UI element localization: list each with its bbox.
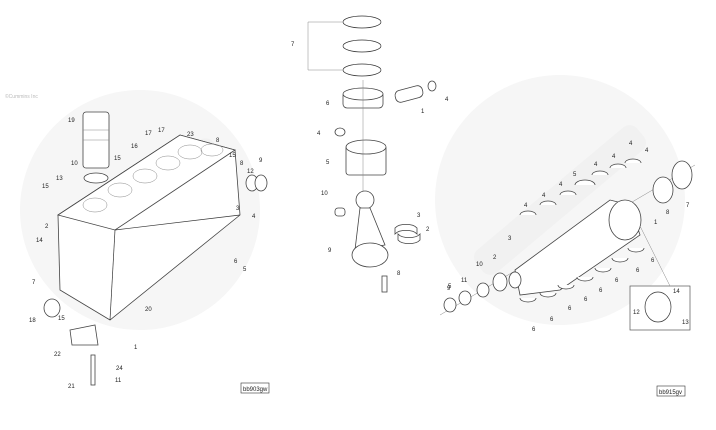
piston-rod-callouts: 7 4 6 1 4 5 10 3 2 9 8 5: [291, 42, 452, 290]
callout: 15: [42, 184, 49, 190]
callout: 13: [682, 320, 689, 326]
callout: 8: [216, 138, 220, 144]
callout: 2: [426, 227, 430, 233]
callout: 4: [559, 182, 563, 188]
callout: 4: [645, 148, 649, 154]
callout: 5: [573, 172, 577, 178]
callout: 4: [445, 97, 449, 103]
copyright-text: ©Cummins Inc: [5, 93, 38, 100]
callout: 4: [542, 193, 546, 199]
callout: 11: [115, 378, 122, 384]
crankshaft-callouts: 4 4 4 5 4 4 4 4 7 8 1 3 2 10 11 9 6 6 6 …: [447, 141, 690, 397]
callout: 20: [145, 307, 152, 313]
callout: 11: [461, 278, 468, 284]
figure-code: bb903gw: [243, 387, 268, 393]
callout: 6: [615, 278, 619, 284]
callout: 7: [686, 203, 690, 209]
callout: 17: [145, 131, 152, 137]
callout: 8: [397, 271, 401, 277]
callout: 3: [417, 213, 421, 219]
callout: 19: [68, 118, 75, 124]
callout: 5: [326, 160, 330, 166]
callout: 4: [594, 162, 598, 168]
callout: 10: [321, 191, 328, 197]
cylinder-block-drawing: [43, 111, 268, 386]
callout: 15: [114, 156, 121, 162]
watermark-right: [435, 75, 685, 325]
callout: 6: [550, 317, 554, 323]
callout: 6: [326, 101, 330, 107]
callout: 1: [421, 109, 425, 115]
callout: 12: [633, 310, 640, 316]
callout: 9: [447, 286, 451, 292]
callout: 23: [187, 132, 194, 138]
callout: 10: [476, 262, 483, 268]
callout: 3: [236, 206, 240, 212]
callout: 24: [116, 366, 123, 372]
callout: 21: [68, 384, 75, 390]
callout: 6: [234, 259, 238, 265]
callout: 4: [612, 154, 616, 160]
callout: 10: [71, 161, 78, 167]
callout: 14: [673, 289, 680, 295]
callout: 6: [568, 306, 572, 312]
figure-code: bb915gv: [659, 390, 682, 396]
callout: 5: [243, 267, 247, 273]
callout: 6: [636, 268, 640, 274]
piston-rod-drawing: [307, 15, 437, 293]
callout: 22: [54, 352, 61, 358]
callout: 9: [259, 158, 263, 164]
callout: 4: [252, 214, 256, 220]
callout: 1: [134, 345, 138, 351]
callout: 12: [247, 169, 254, 175]
callout: 2: [493, 255, 497, 261]
callout: 15: [58, 316, 65, 322]
callout: 4: [524, 203, 528, 209]
callout: 5: [448, 284, 452, 290]
callout: 8: [240, 161, 244, 167]
cylinder-block-callouts: 19 10 13 15 16 17 17 15 23 8 15 8 12 9 3…: [29, 118, 270, 394]
callout: 18: [29, 318, 36, 324]
callout: 4: [317, 131, 321, 137]
callout: 4: [629, 141, 633, 147]
callout: 7: [32, 280, 36, 286]
callout: 9: [328, 248, 332, 254]
callout: 1: [654, 220, 658, 226]
crankshaft-drawing: [439, 158, 696, 331]
callout: 6: [584, 297, 588, 303]
callout: 2: [45, 224, 49, 230]
callout: 7: [291, 42, 295, 48]
callout: 6: [532, 327, 536, 333]
callout: 6: [651, 258, 655, 264]
callout: 16: [131, 144, 138, 150]
callout: 13: [56, 176, 63, 182]
callout: 14: [36, 238, 43, 244]
callout: 8: [666, 210, 670, 216]
callout: 6: [599, 288, 603, 294]
callout: 17: [158, 128, 165, 134]
callout: 3: [508, 236, 512, 242]
callout: 15: [229, 153, 236, 159]
